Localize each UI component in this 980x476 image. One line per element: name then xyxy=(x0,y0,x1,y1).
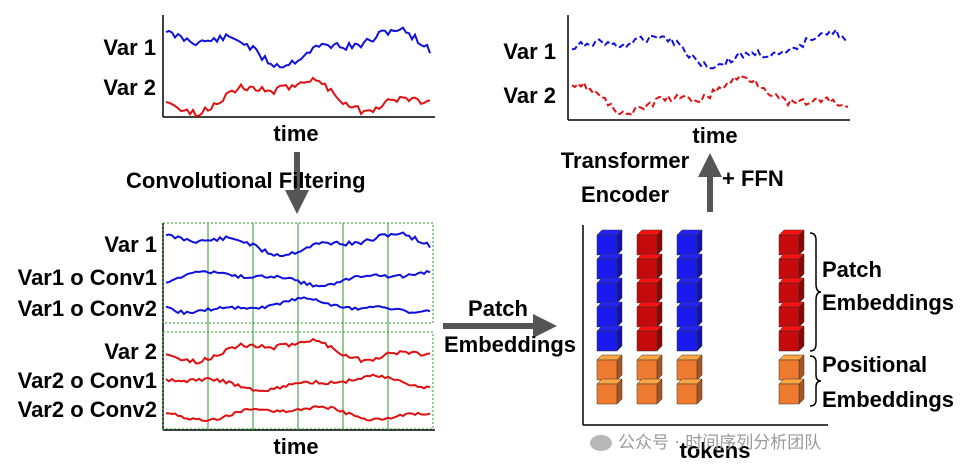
token-cube xyxy=(778,378,805,405)
token-cube xyxy=(636,229,663,256)
token-cube xyxy=(676,253,703,280)
token-cube xyxy=(778,325,805,352)
token-cube xyxy=(778,301,805,328)
var2-conv1-series xyxy=(165,373,431,393)
top-right-var1-line xyxy=(571,27,849,70)
token-cube xyxy=(596,253,623,280)
positional-embeddings-line1: Positional xyxy=(822,352,928,377)
encoder-line1: Transformer xyxy=(560,148,690,173)
token-cube xyxy=(596,378,623,405)
top-right-plot xyxy=(567,15,850,121)
token-cube xyxy=(778,277,805,304)
token-cube xyxy=(636,354,663,381)
encoder-line2: Encoder xyxy=(580,182,670,207)
token-cube xyxy=(676,277,703,304)
row-label-var2-conv2: Var2 o Conv2 xyxy=(17,397,157,422)
top-left-plot xyxy=(162,15,435,118)
var1-series xyxy=(165,231,431,257)
conv-step-label: Convolutional Filtering xyxy=(126,168,366,193)
token-cube xyxy=(596,229,623,256)
row-label-var2: Var 2 xyxy=(104,339,157,364)
var2-conv2-series xyxy=(165,405,431,423)
patch-embeddings-brace xyxy=(809,232,822,352)
token-cube xyxy=(676,325,703,352)
token-cube xyxy=(676,301,703,328)
token-cube xyxy=(636,301,663,328)
var1-conv1-series xyxy=(165,269,431,288)
tokens-axis-label: tokens xyxy=(679,438,751,463)
ffn-label: + FFN xyxy=(722,166,784,191)
token-cube xyxy=(596,277,623,304)
positional-embeddings-line2: Embeddings xyxy=(822,387,955,412)
top-right-time-label: time xyxy=(692,123,738,148)
token-cube xyxy=(778,354,805,381)
positional-embeddings-brace xyxy=(809,355,822,407)
token-cube xyxy=(778,229,805,256)
token-cube xyxy=(778,253,805,280)
token-cube xyxy=(596,325,623,352)
patch-step-line1: Patch xyxy=(468,296,528,321)
var1-conv2-series xyxy=(165,296,431,316)
patch-dividers xyxy=(207,223,389,430)
patch-embeddings-line2: Embeddings xyxy=(822,290,955,315)
top-left-var2-line xyxy=(165,76,431,118)
token-cube xyxy=(596,301,623,328)
row-label-var1-conv1: Var1 o Conv1 xyxy=(17,265,157,290)
top-left-var1-label: Var 1 xyxy=(103,35,156,60)
token-cube xyxy=(676,229,703,256)
token-cubes xyxy=(596,229,805,405)
token-cube xyxy=(636,378,663,405)
token-cube xyxy=(596,354,623,381)
top-right-var2-line xyxy=(571,74,849,117)
patch-step-line2: Embeddings xyxy=(443,332,576,357)
top-right-var1-label: Var 1 xyxy=(503,39,556,64)
top-left-var2-label: Var 2 xyxy=(103,75,156,100)
patch-embeddings-line1: Patch xyxy=(822,257,882,282)
watermark: 公众号 · 时间序列分析团队 xyxy=(590,428,821,453)
row-label-var2-conv1: Var2 o Conv1 xyxy=(17,368,157,393)
bottom-left-plot xyxy=(162,222,435,431)
token-cube xyxy=(676,354,703,381)
row-label-var1: Var 1 xyxy=(104,232,157,257)
token-cube xyxy=(636,325,663,352)
bottom-left-time-label: time xyxy=(273,434,319,459)
watermark-text: 公众号 · 时间序列分析团队 xyxy=(618,433,822,453)
token-cube xyxy=(636,277,663,304)
token-cube xyxy=(636,253,663,280)
top-left-time-label: time xyxy=(273,121,319,146)
top-right-var2-label: Var 2 xyxy=(503,83,556,108)
token-cube xyxy=(676,378,703,405)
row-label-var1-conv2: Var1 o Conv2 xyxy=(17,296,157,321)
top-left-var1-line xyxy=(165,26,431,69)
wechat-icon xyxy=(590,435,612,451)
var2-series xyxy=(165,337,431,365)
